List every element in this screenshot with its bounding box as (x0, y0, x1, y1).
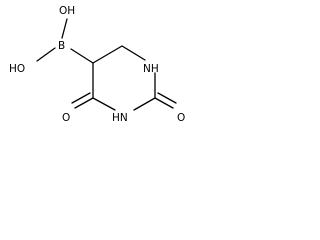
atom-label-o-right: O (177, 112, 185, 124)
molecule-drawing: OH HO B NH HN O O (9, 5, 185, 124)
atom-label-nh-bottom: HN (112, 112, 128, 124)
bond-c5-b (70, 48, 94, 64)
bond-b-oh-top (61, 18, 68, 39)
atom-label-oh-top: OH (59, 5, 75, 17)
bond-c2-o-b (157, 92, 177, 104)
atom-label-nh-right: NH (143, 63, 159, 75)
bond-c2-n3 (133, 97, 156, 111)
structure-canvas: OH HO B NH HN O O (0, 0, 200, 148)
bond-c6-n1 (121, 45, 146, 61)
bond-c4-o-b (71, 92, 91, 104)
atom-label-o-left: O (62, 112, 70, 124)
bond-c2-o-a (154, 97, 174, 109)
bond-b-oh-left (36, 47, 56, 62)
bond-c5-c6 (92, 45, 123, 64)
atom-label-boron: B (58, 40, 65, 52)
bond-n3-c4 (92, 97, 116, 111)
atom-label-oh-left: HO (9, 63, 25, 75)
bond-c4-o-a (74, 97, 94, 109)
